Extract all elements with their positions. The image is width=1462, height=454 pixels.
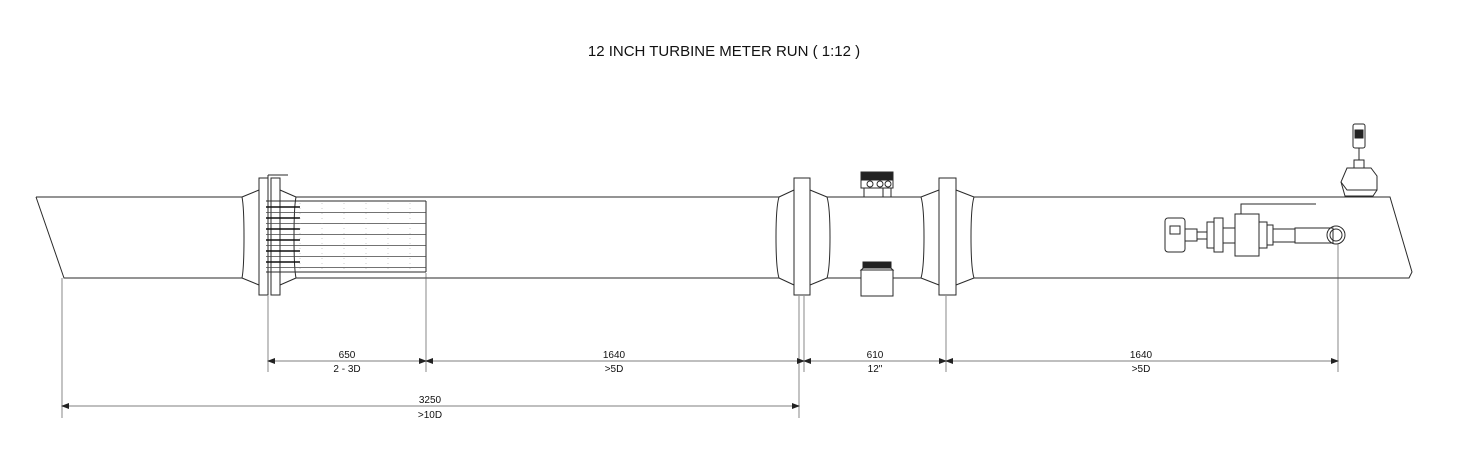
dim-650-note: 2 - 3D — [333, 364, 360, 375]
flow-conditioner-tubes — [266, 200, 427, 273]
drawing-title: 12 INCH TURBINE METER RUN ( 1:12 ) — [588, 43, 860, 60]
dim-610-value: 610 — [867, 350, 884, 361]
thermowell — [1340, 123, 1378, 197]
flange-meter-outlet — [920, 177, 975, 296]
dim-3250-note: >10D — [418, 410, 442, 421]
turbine-meter — [859, 171, 895, 297]
dim-650-value: 650 — [339, 350, 356, 361]
dim-1640-b-value: 1640 — [1130, 350, 1153, 361]
flange-meter-inlet — [775, 177, 831, 296]
temperature-assembly — [1164, 203, 1346, 257]
dimension-lines — [61, 358, 1339, 409]
extension-lines — [61, 244, 1339, 418]
flange-conditioner — [241, 174, 297, 296]
dim-1640-b-note: >5D — [1132, 364, 1151, 375]
dim-3250-value: 3250 — [419, 395, 442, 406]
dim-1640-a-note: >5D — [605, 364, 624, 375]
dim-1640-a-value: 1640 — [603, 350, 626, 361]
dimension-labels: 650 2 - 3D 1640 >5D 610 12" 1640 >5D 325… — [333, 350, 1152, 421]
dim-610-note: 12" — [868, 364, 883, 375]
